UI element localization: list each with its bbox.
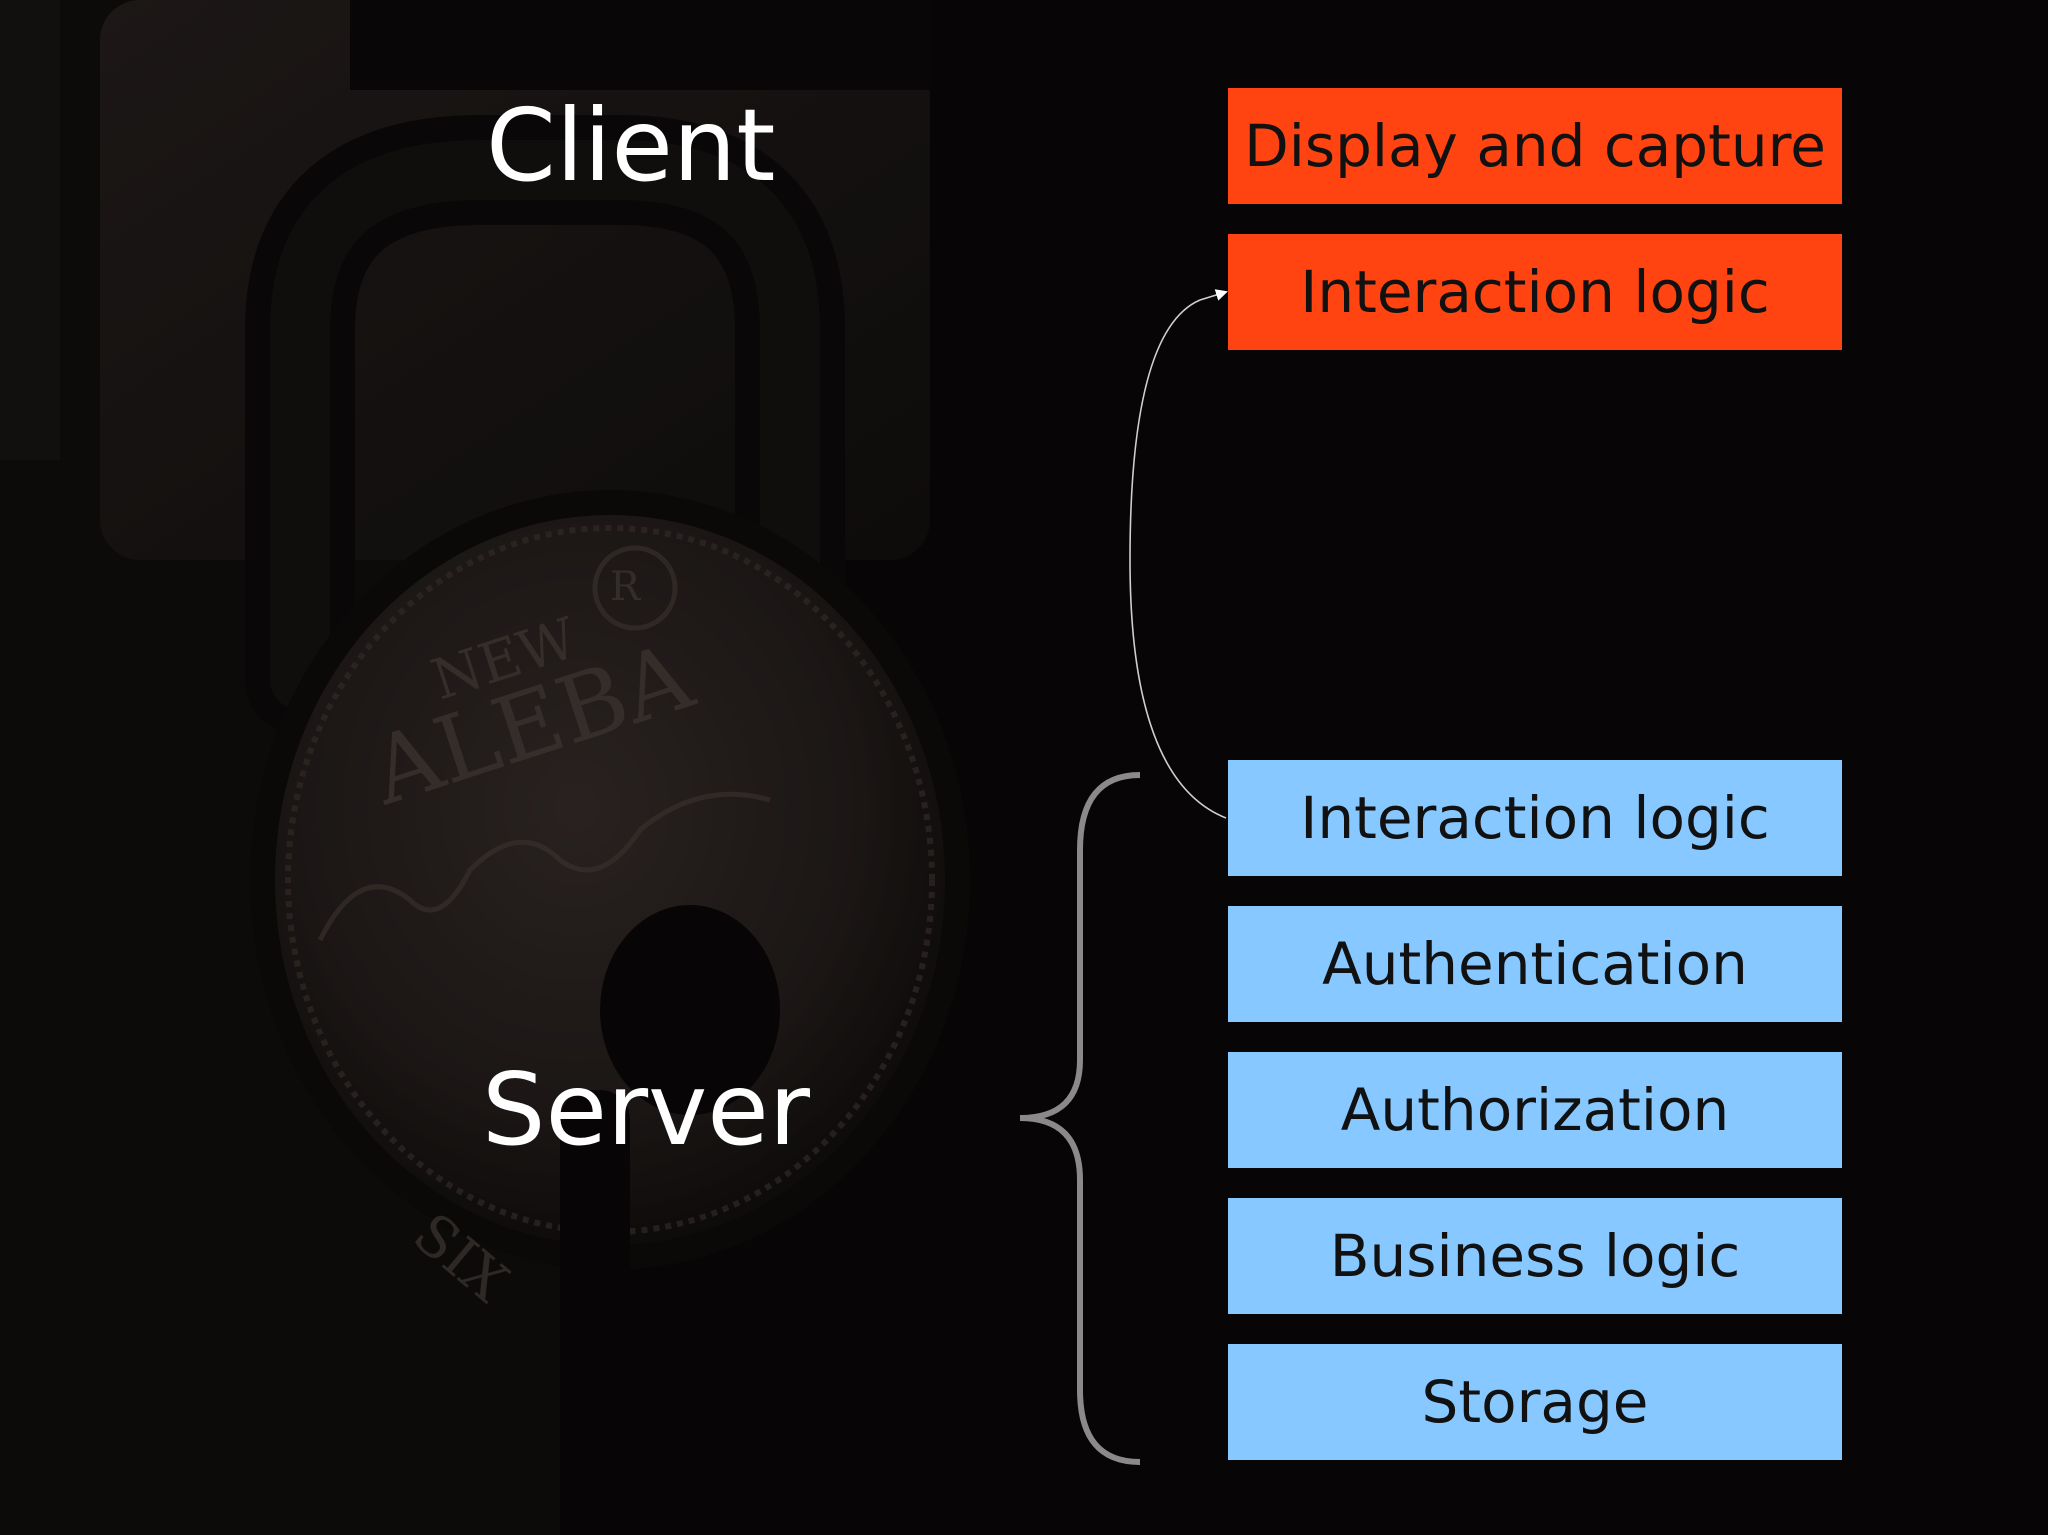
- server-box-interaction-logic: Interaction logic: [1228, 760, 1842, 876]
- client-heading: Client: [486, 87, 776, 204]
- server-box-authentication: Authentication: [1228, 906, 1842, 1022]
- client-box-interaction-logic: Interaction logic: [1228, 234, 1842, 350]
- server-box-authorization: Authorization: [1228, 1052, 1842, 1168]
- server-box-business-logic: Business logic: [1228, 1198, 1842, 1314]
- server-box-storage: Storage: [1228, 1344, 1842, 1460]
- server-heading: Server: [482, 1051, 810, 1168]
- client-box-display-and-capture: Display and capture: [1228, 88, 1842, 204]
- svg-text:R: R: [610, 564, 642, 610]
